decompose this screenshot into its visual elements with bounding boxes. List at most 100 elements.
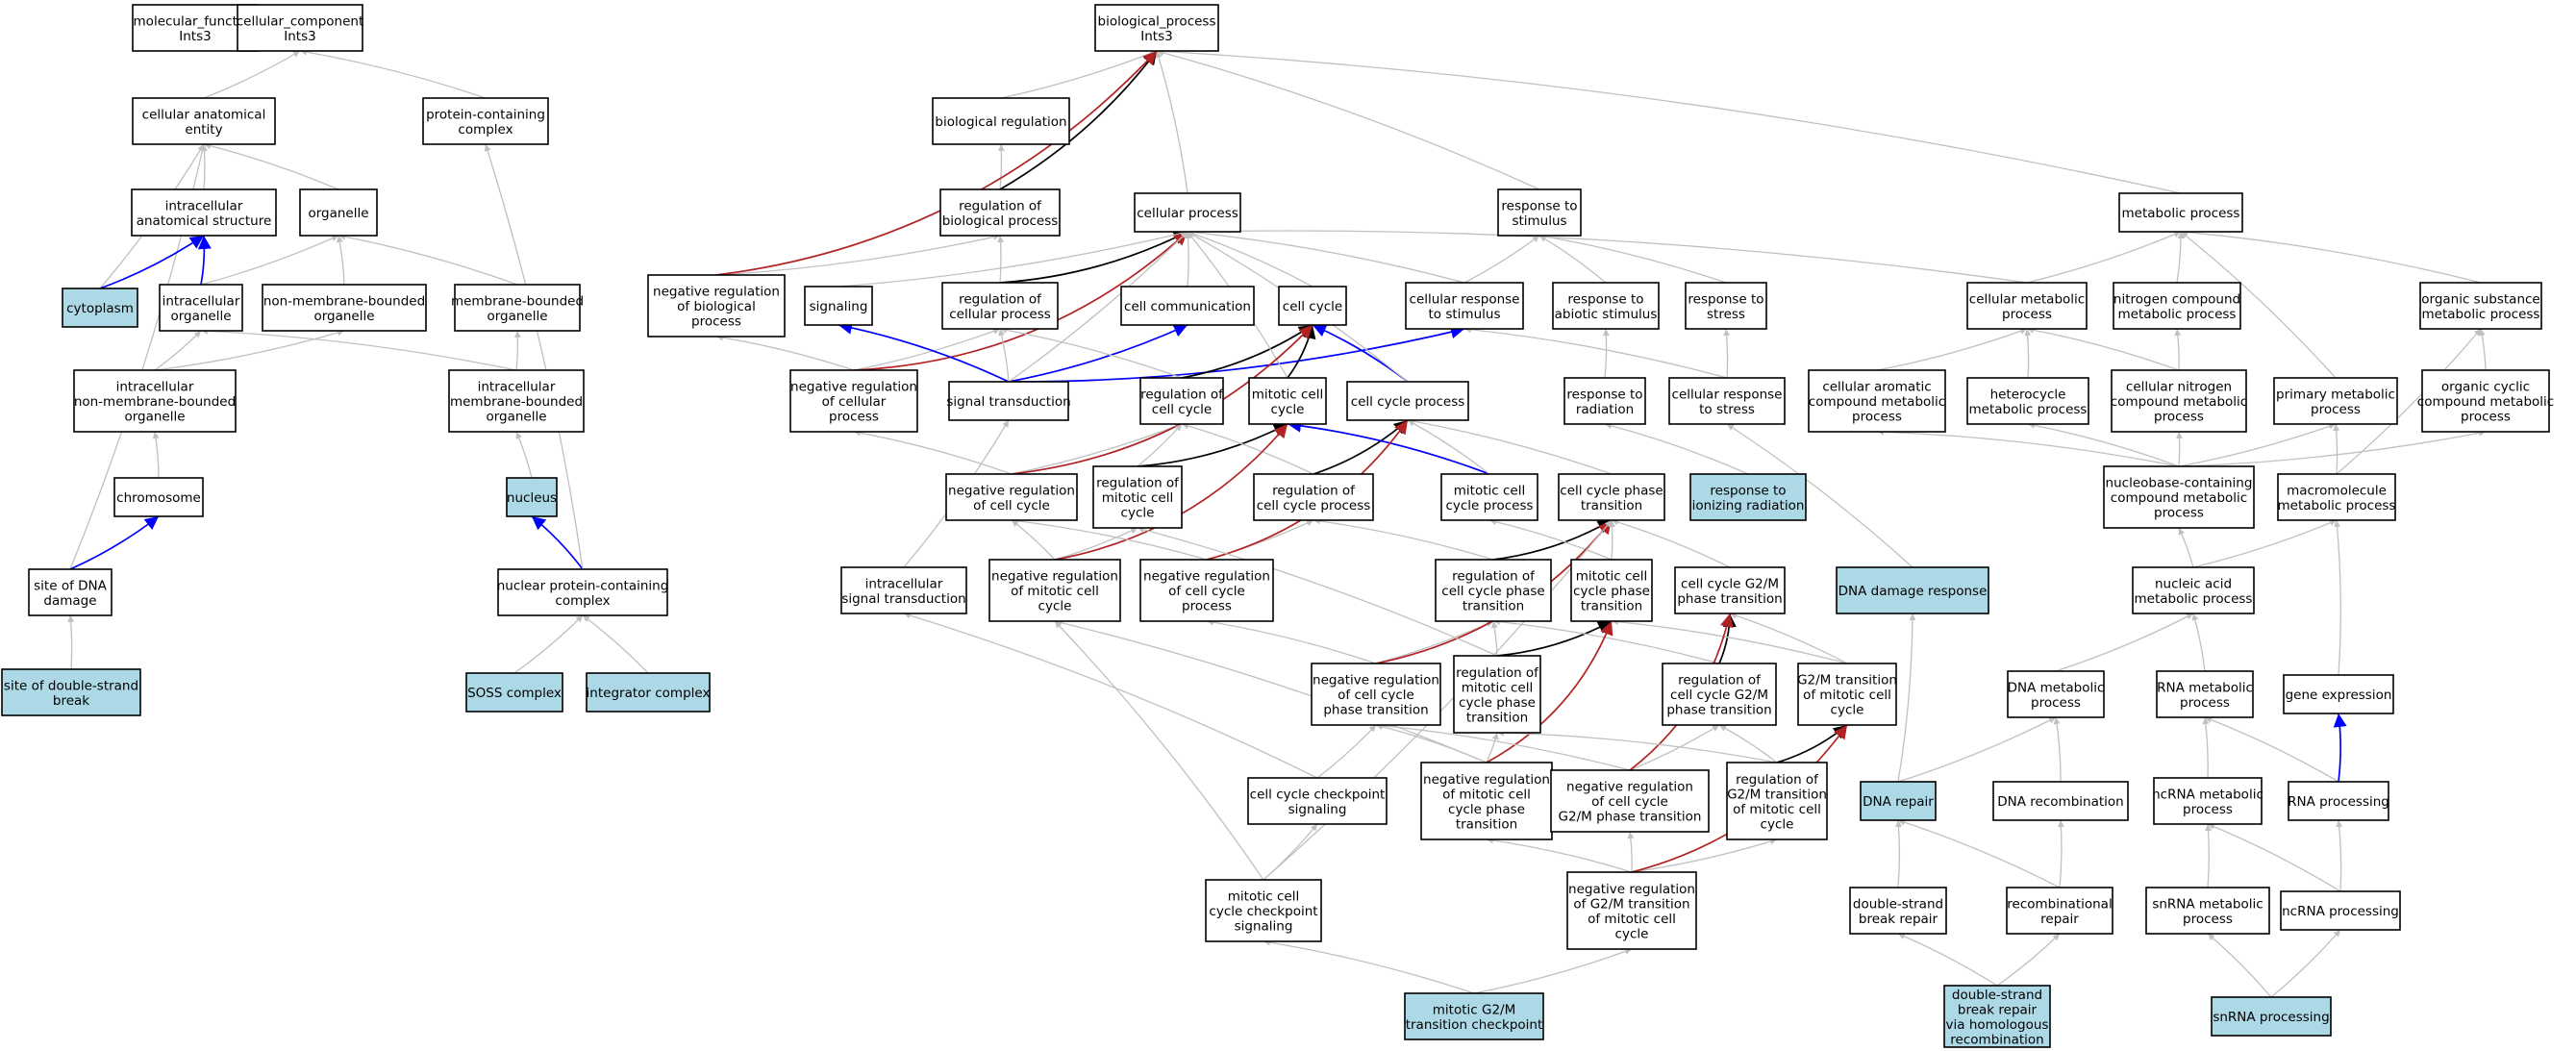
go-term-node-rnaproc[interactable]: RNA processing bbox=[2288, 781, 2389, 821]
go-term-node-dnarecomb[interactable]: DNA recombination bbox=[1992, 781, 2129, 821]
edge-is-a-nrcc-to-nrcp bbox=[853, 429, 1013, 475]
go-term-node-cp[interactable]: cellular process bbox=[1134, 192, 1241, 233]
edge-is-a-ddr-to-crstress bbox=[1726, 423, 1913, 568]
go-term-node-nucleus[interactable]: nucleus bbox=[506, 477, 558, 517]
edge-is-a-robp-to-biores bbox=[997, 143, 1005, 190]
node-label: of cell cycle bbox=[1591, 794, 1668, 810]
go-term-node-cellcycle[interactable]: cell cycle bbox=[1278, 286, 1347, 326]
go-term-node-ncrnaproc[interactable]: ncRNA processing bbox=[2280, 890, 2401, 931]
go-term-node-st[interactable]: signal transduction bbox=[946, 381, 1071, 421]
edge-is-a-rg2mmcc-to-rccg2m bbox=[1718, 724, 1778, 763]
go-term-node-soss[interactable]: SOSS complex bbox=[465, 672, 563, 713]
go-term-node-mp[interactable]: metabolic process bbox=[2118, 192, 2243, 233]
go-term-node-organelle[interactable]: organelle bbox=[299, 188, 378, 237]
go-term-node-ccp[interactable]: cell cycle process bbox=[1346, 381, 1469, 421]
node-box bbox=[2421, 369, 2550, 433]
go-term-node-integrator[interactable]: integrator complex bbox=[586, 672, 711, 713]
go-term-node-cytoplasm[interactable]: cytoplasm bbox=[62, 288, 138, 328]
edge-is-a-nrccpt-to-nrccp bbox=[1206, 618, 1377, 664]
node-label: of G2/M transition bbox=[1573, 896, 1689, 912]
go-term-node-snrnaproc[interactable]: snRNA processing bbox=[2211, 996, 2332, 1037]
go-term-node-cellcomm[interactable]: cell communication bbox=[1120, 286, 1255, 326]
go-term-node-biores[interactable]: biological regulation bbox=[932, 97, 1070, 145]
go-term-node-signaling[interactable]: signaling bbox=[804, 286, 873, 326]
go-term-node-dnarepair[interactable]: DNA repair bbox=[1860, 781, 1937, 821]
go-term-node-ge[interactable]: gene expression bbox=[2283, 674, 2394, 714]
go-term-node-chromosome[interactable]: chromosome bbox=[113, 477, 204, 517]
node-label: mitotic cell bbox=[1576, 569, 1647, 585]
node-box bbox=[62, 288, 138, 328]
node-label: transition checkpoint bbox=[1406, 1017, 1543, 1033]
go-term-node-inmbo[interactable]: intracellularnon-membrane-boundedorganel… bbox=[73, 369, 237, 433]
go-term-node-ddr[interactable]: DNA damage response bbox=[1836, 566, 1989, 614]
node-box bbox=[1668, 377, 1786, 425]
node-label: transition bbox=[1581, 599, 1642, 614]
